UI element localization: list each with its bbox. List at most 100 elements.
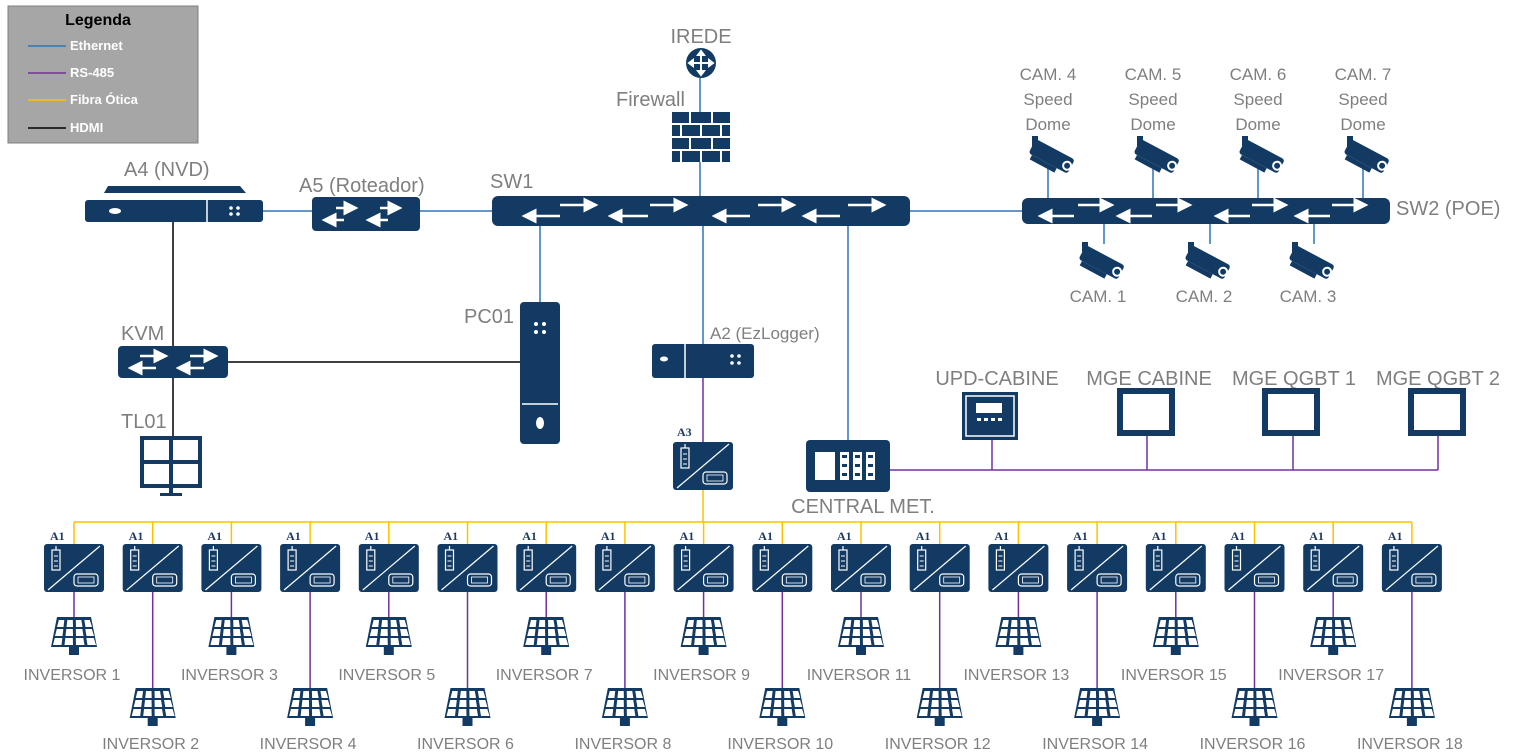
a1-label: A1	[286, 529, 301, 543]
a4-label: A4 (NVD)	[124, 159, 210, 181]
mge-cabine-icon[interactable]	[1117, 388, 1175, 436]
camera-bottom-3[interactable]: CAM. 3	[1280, 242, 1337, 306]
firewall-icon[interactable]	[672, 112, 730, 162]
camera-top-label: Speed	[1128, 90, 1177, 109]
solar-panel-icon	[51, 617, 97, 655]
legend-title: Legenda	[65, 12, 131, 29]
a3-converter-icon[interactable]	[673, 442, 733, 490]
cameras-bottom: CAM. 1 CAM. 2 CAM. 3	[1070, 242, 1337, 306]
inverter-label: INVERSOR 6	[417, 736, 514, 752]
irede-router-icon[interactable]	[686, 48, 716, 78]
a1-label: A1	[837, 529, 852, 543]
camera-bottom-1[interactable]: CAM. 1	[1070, 242, 1127, 306]
mge-cabine-label: MGE CABINE	[1086, 368, 1212, 390]
a2-ezlogger-icon[interactable]	[652, 344, 754, 378]
a3-label: A3	[677, 425, 692, 439]
hdmi-links	[172, 222, 520, 436]
a1-label: A1	[601, 529, 616, 543]
a1-label: A1	[522, 529, 537, 543]
upd-cabine-icon[interactable]	[962, 392, 1018, 440]
a4-nvd-icon[interactable]	[85, 186, 263, 222]
inverter-label: INVERSOR 17	[1278, 667, 1384, 684]
inverter-label: INVERSOR 15	[1121, 667, 1227, 684]
camera-bottom-label: CAM. 2	[1176, 287, 1233, 306]
sw2-label: SW2 (POE)	[1396, 198, 1500, 220]
solar-panel-icon	[1388, 688, 1435, 726]
solar-panel-icon	[365, 617, 412, 655]
kvm-switch-icon[interactable]	[118, 346, 228, 378]
pc01-tower-icon[interactable]	[520, 302, 560, 444]
tl01-videowall-icon[interactable]	[140, 436, 202, 496]
solar-panel-icon	[601, 688, 648, 726]
mge-qgbt-1-icon[interactable]	[1262, 388, 1320, 436]
a1-label: A1	[1073, 529, 1088, 543]
a1-label: A1	[50, 529, 65, 543]
inverter-label: INVERSOR 8	[574, 736, 671, 752]
camera-top-label: Dome	[1235, 115, 1280, 134]
inverter-label: INVERSOR 1	[24, 667, 121, 684]
inverter-label: INVERSOR 5	[338, 667, 435, 684]
legend-box	[7, 5, 199, 144]
camera-bottom-2[interactable]: CAM. 2	[1176, 242, 1233, 306]
a1-label: A1	[129, 529, 144, 543]
inverter-label: INVERSOR 4	[260, 736, 357, 752]
a1-label: A1	[365, 529, 380, 543]
sw2-poe-switch-icon[interactable]	[1022, 197, 1390, 224]
solar-panel-icon	[1231, 688, 1278, 726]
a1-label: A1	[1388, 529, 1403, 543]
solar-panel-icon	[680, 617, 727, 655]
inverter-label: INVERSOR 18	[1357, 736, 1463, 752]
a1-label: A1	[916, 529, 931, 543]
upd-cabine-label: UPD-CABINE	[935, 368, 1058, 390]
irede-label: IREDE	[670, 26, 731, 48]
fiber-links	[73, 490, 1413, 544]
legend-ethernet: Ethernet	[70, 38, 123, 53]
solar-panel-icon	[129, 688, 176, 726]
pc01-label: PC01	[464, 306, 514, 328]
central-met-icon[interactable]	[806, 440, 890, 492]
legend-hdmi: HDMI	[70, 120, 103, 135]
legend-fiber: Fibra Ótica	[70, 92, 139, 107]
inverter-label: INVERSOR 14	[1042, 736, 1148, 752]
camera-top-label: Dome	[1340, 115, 1385, 134]
camera-top-label: Speed	[1338, 90, 1387, 109]
camera-top-label: CAM. 5	[1125, 65, 1182, 84]
inverter-label: INVERSOR 11	[807, 667, 912, 684]
sw1-label: SW1	[490, 171, 533, 193]
solar-panel-icon	[1310, 617, 1357, 655]
camera-top-label: CAM. 6	[1230, 65, 1287, 84]
a5-router-icon[interactable]	[312, 197, 420, 231]
solar-panel-icon	[759, 688, 806, 726]
solar-panel-icon	[916, 688, 963, 726]
mge-qgbt-2-icon[interactable]	[1408, 388, 1466, 436]
sw1-switch-icon[interactable]	[492, 196, 910, 226]
a1-label: A1	[444, 529, 459, 543]
camera-top-label: Speed	[1023, 90, 1072, 109]
a2-label: A2 (EzLogger)	[710, 324, 820, 343]
inverter-panel-links	[73, 592, 1413, 688]
